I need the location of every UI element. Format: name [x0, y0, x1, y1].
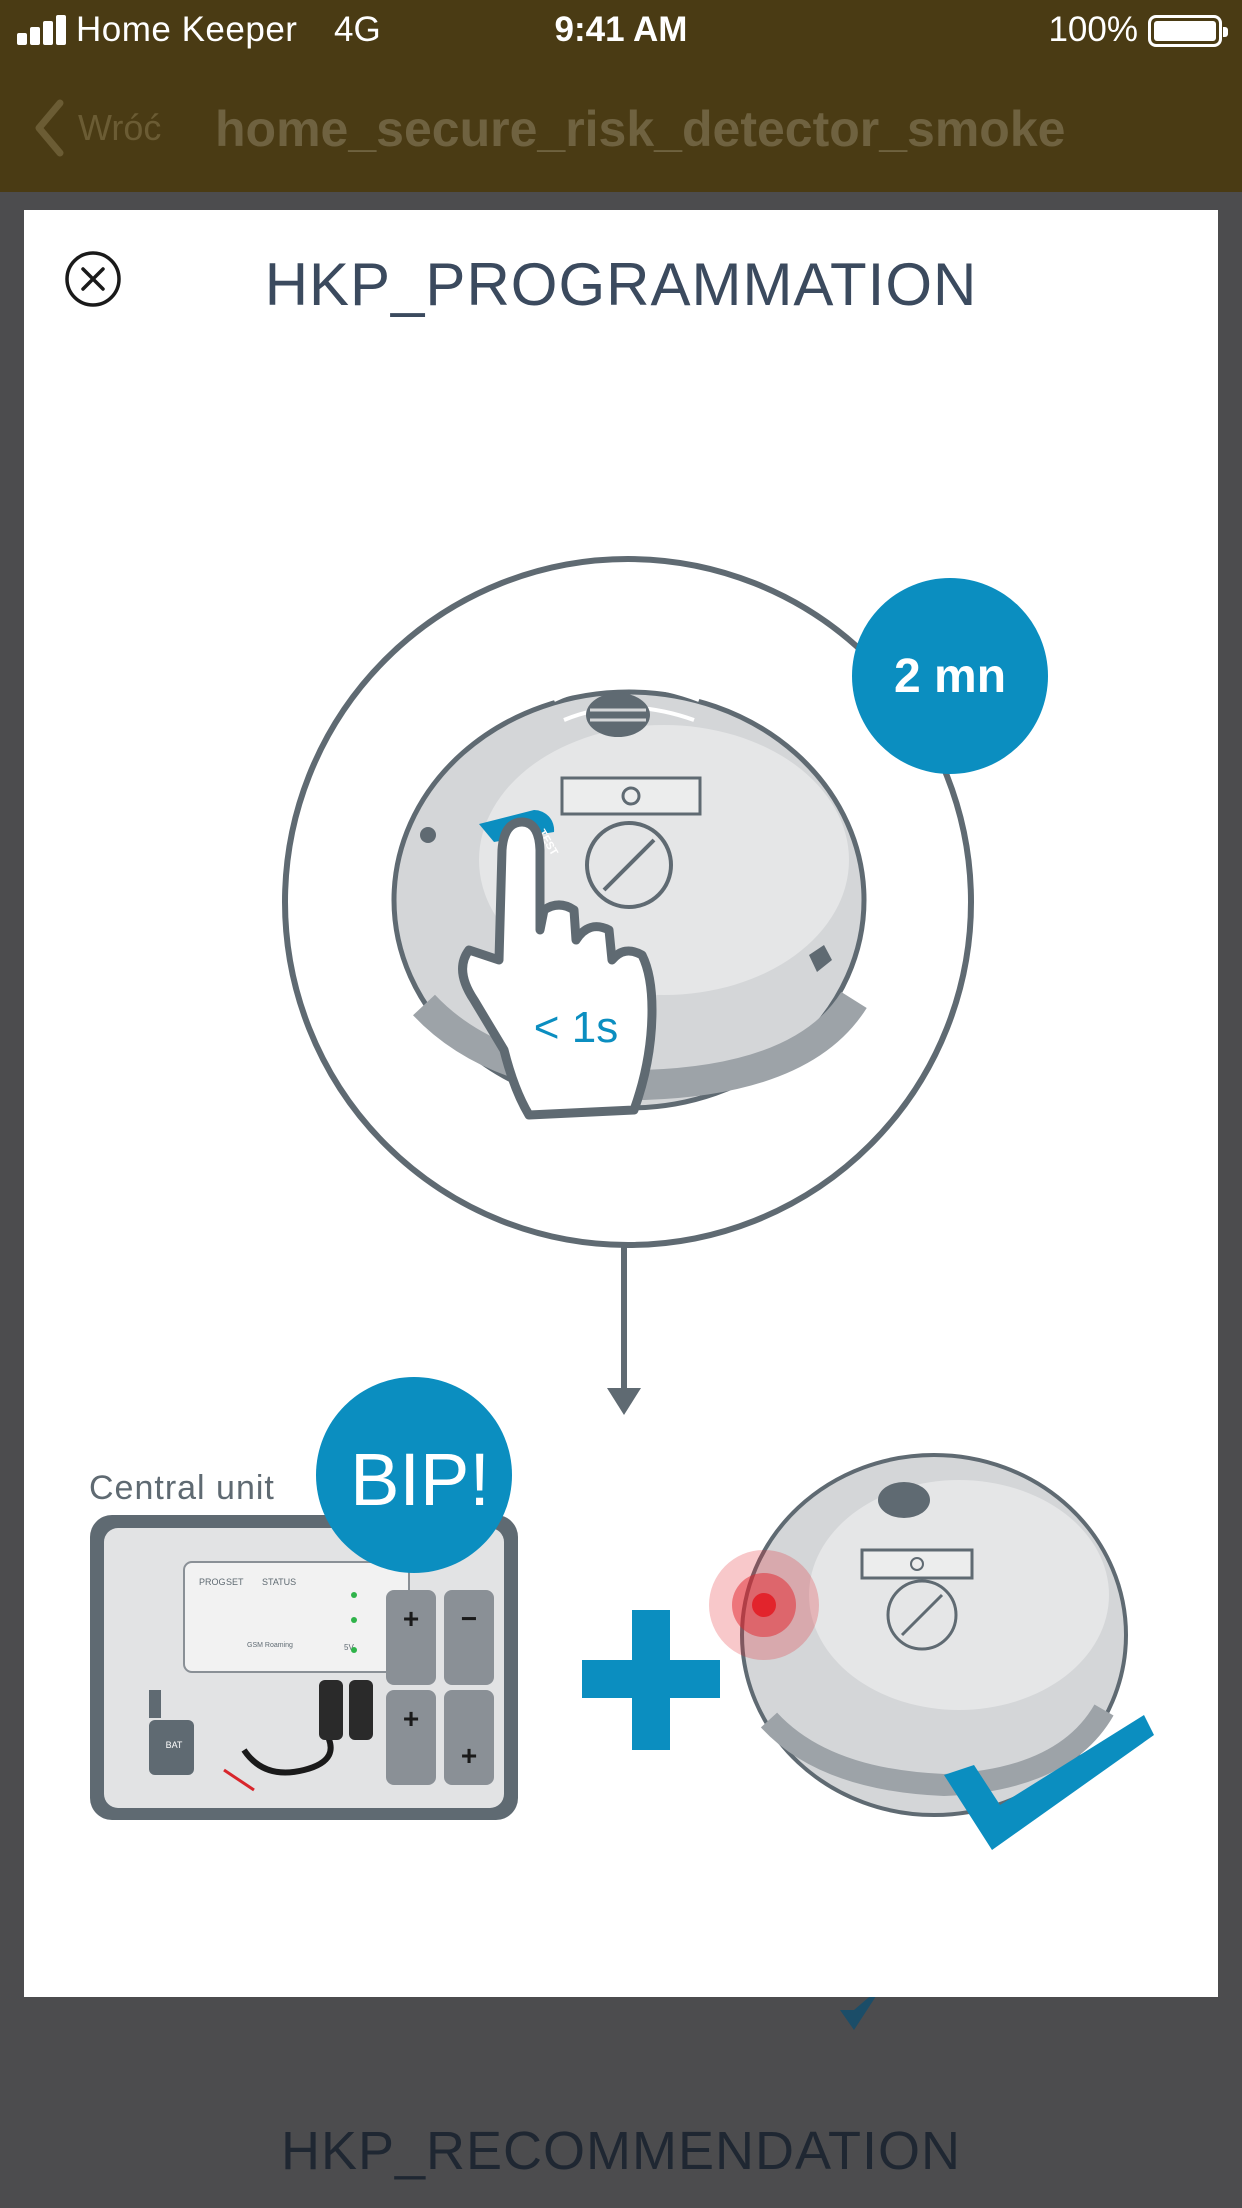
press-time-label: < 1s	[534, 1003, 618, 1052]
svg-text:SET: SET	[226, 1577, 244, 1587]
svg-text:+: +	[403, 1703, 419, 1734]
svg-text:+: +	[403, 1603, 419, 1634]
battery-percentage: 100%	[1048, 10, 1138, 49]
programming-illustration: TEST < 1s 2 mn Central unit PROG SET STA…	[89, 556, 1154, 1850]
chevron-left-icon	[35, 99, 64, 157]
carrier-name: Home Keeper	[76, 10, 298, 49]
navigation-bar: Wróć home_secure_risk_detector_smoke	[0, 62, 1242, 192]
duration-badge	[852, 578, 1048, 774]
arrow-down-icon	[607, 1388, 641, 1415]
svg-text:PROG: PROG	[199, 1577, 226, 1587]
central-unit-label: Central unit	[89, 1469, 275, 1507]
duration-label: 2 mn	[894, 650, 1006, 703]
signal-strength-icon	[17, 15, 69, 45]
checkmark-icon	[840, 1990, 880, 2030]
hand-pointer-icon	[458, 817, 657, 1120]
close-icon[interactable]	[64, 250, 122, 308]
status-time: 9:41 AM	[554, 10, 688, 49]
svg-text:GSM Roaming: GSM Roaming	[247, 1642, 293, 1649]
status-bar: Home Keeper 4G 9:41 AM 100%	[0, 0, 1242, 62]
recommendation-title: HKP_RECOMMENDATION	[280, 2121, 962, 2181]
back-button[interactable]: Wróć	[34, 98, 161, 158]
beep-label: BIP!	[350, 1438, 490, 1521]
smoke-detector-led-icon	[709, 1453, 1128, 1817]
svg-text:−: −	[461, 1603, 477, 1634]
battery-icon	[1148, 15, 1228, 47]
page-title: home_secure_risk_detector_smoke	[215, 101, 1066, 157]
beep-badge	[316, 1377, 512, 1573]
svg-text:BAT: BAT	[166, 1740, 183, 1750]
programming-modal: HKP_PROGRAMMATION TEST < 1s 2	[24, 210, 1218, 1997]
modal-title: HKP_PROGRAMMATION	[264, 251, 978, 318]
detector-circle	[282, 556, 974, 1248]
svg-text:5V: 5V	[344, 1643, 354, 1652]
svg-text:STATUS: STATUS	[262, 1577, 296, 1587]
network-type: 4G	[334, 10, 381, 49]
check-icon	[944, 1715, 1154, 1850]
central-unit-icon: PROG SET STATUS GSM Roaming 5V BAT + + −…	[90, 1515, 518, 1820]
back-label: Wróć	[78, 107, 162, 148]
svg-text:+: +	[461, 1740, 477, 1771]
